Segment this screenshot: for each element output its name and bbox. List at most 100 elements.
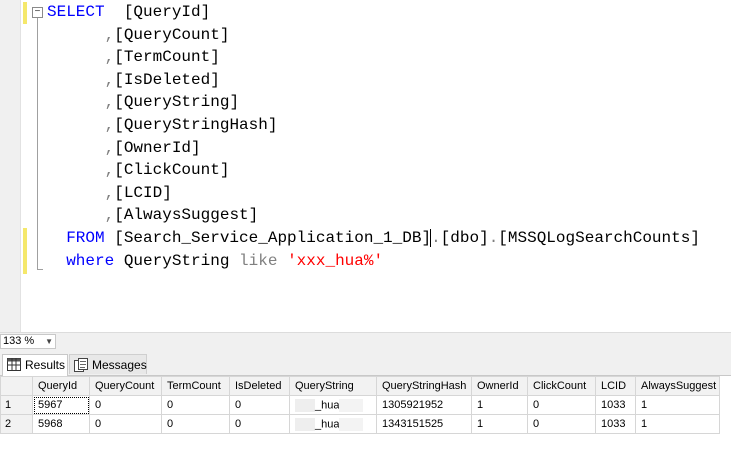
grid-cell[interactable]: 0 [89,395,162,415]
sql-token: [dbo] [440,229,489,247]
code-line[interactable]: FROM [Search_Service_Application_1_DB].[… [47,227,700,250]
column-header[interactable]: QueryString [289,376,377,396]
code-line[interactable]: ,[OwnerId] [47,137,201,160]
sql-token: [MSSQLogSearchCounts] [498,229,700,247]
tab-results-label: Results [25,358,66,372]
query-editor[interactable]: − SELECT [QueryId] ,[QueryCount] ,[TermC… [0,0,731,332]
sql-operator: , [47,48,115,67]
grid-cell[interactable]: 5968 [32,414,90,434]
outline-guide [37,18,38,270]
sql-token: [LCID] [114,183,172,202]
grid-cell[interactable]: 1 [635,395,720,415]
grid-cell[interactable]: 0 [89,414,162,434]
grid-cell[interactable]: 0 [229,395,290,415]
redacted-text [295,398,315,412]
code-line[interactable]: ,[ClickCount] [47,159,230,182]
column-header[interactable]: AlwaysSuggest [635,376,720,396]
sql-token: [IsDeleted] [114,70,220,89]
row-number[interactable]: 1 [0,395,33,415]
sql-keyword: SELECT [47,3,105,21]
grid-cell[interactable]: 1033 [595,395,636,415]
sql-token [277,252,287,270]
sql-string: 'xxx_hua%' [287,251,384,270]
sql-operator: , [47,116,115,134]
code-line[interactable]: ,[QueryString] [47,91,239,114]
code-line[interactable]: ,[AlwaysSuggest] [47,204,259,227]
grid-cell[interactable]: 0 [161,414,230,434]
sql-operator: , [47,206,115,225]
sql-token: QueryString [114,251,240,270]
sql-token: [QueryStringHash] [114,116,278,134]
sql-operator: like [239,251,278,270]
sql-operator: , [47,25,115,44]
row-number[interactable]: 2 [0,414,33,434]
sql-operator: , [47,183,115,202]
column-header[interactable]: TermCount [161,376,230,396]
grid-cell[interactable]: 0 [527,395,596,415]
column-header[interactable]: LCID [595,376,636,396]
sql-operator: , [47,161,115,180]
grid-cell[interactable]: _hua [289,414,377,434]
changed-line-marker [23,2,27,24]
outline-guide-end [37,269,43,270]
tab-messages[interactable]: Messages [69,354,147,374]
grid-cell[interactable]: 1033 [595,414,636,434]
cell-text: _hua [315,417,340,430]
sql-token: [Search_Service_Application_1_DB] [104,229,432,247]
results-tabs: Results Messages [0,351,731,376]
column-header[interactable]: ClickCount [527,376,596,396]
sql-token: [ClickCount] [114,161,230,180]
sql-token: [QueryId] [104,3,211,21]
column-header[interactable]: OwnerId [471,376,528,396]
code-line[interactable]: ,[QueryStringHash] [47,114,278,137]
code-line[interactable]: ,[TermCount] [47,46,220,69]
grid-cell[interactable]: 1 [471,414,528,434]
code-line[interactable]: ,[QueryCount] [47,24,230,47]
grid-cell[interactable]: 0 [229,414,290,434]
sql-token: [QueryCount] [114,25,230,44]
column-header[interactable]: QueryCount [89,376,162,396]
sql-operator: , [47,138,115,157]
code-line[interactable]: ,[LCID] [47,182,172,205]
chevron-down-icon[interactable]: ▼ [45,337,53,346]
zoom-select[interactable]: 133 % ▼ [0,334,56,349]
grid-cell[interactable]: 1343151525 [376,414,472,434]
column-header[interactable]: QueryStringHash [376,376,472,396]
sql-keyword: where [47,251,115,270]
grid-cell[interactable]: 0 [527,414,596,434]
sql-token: [AlwaysSuggest] [114,206,259,225]
column-header[interactable]: QueryId [32,376,90,396]
sql-operator: , [47,93,115,112]
collapse-toggle-icon[interactable]: − [32,7,43,18]
sql-operator: , [47,70,115,89]
grid-cell[interactable]: 1 [471,395,528,415]
tab-messages-label: Messages [92,358,147,372]
corner-cell[interactable] [0,376,33,396]
grid-cell[interactable]: 1305921952 [376,395,472,415]
sql-token: [QueryString] [114,93,240,112]
column-header[interactable]: IsDeleted [229,376,290,396]
sql-operator: . [431,229,441,247]
code-line[interactable]: ,[IsDeleted] [47,69,220,92]
messages-icon [74,358,88,372]
grid-cell[interactable]: 5967 [32,395,90,415]
code-line[interactable]: where QueryString like 'xxx_hua%' [47,250,383,273]
tab-results[interactable]: Results [2,354,68,376]
changed-line-marker [23,228,27,274]
text-caret [430,228,432,247]
sql-keyword: FROM [47,229,105,247]
redacted-text [295,417,315,431]
zoom-value: 133 % [3,335,35,347]
sql-token: [TermCount] [114,48,220,67]
code-line[interactable]: SELECT [QueryId] [47,1,210,24]
grid-cell[interactable]: 0 [161,395,230,415]
grid-cell[interactable]: _hua [289,395,377,415]
cell-text: _hua [315,398,340,411]
grid-icon [7,358,21,371]
grid-cell[interactable]: 1 [635,414,720,434]
